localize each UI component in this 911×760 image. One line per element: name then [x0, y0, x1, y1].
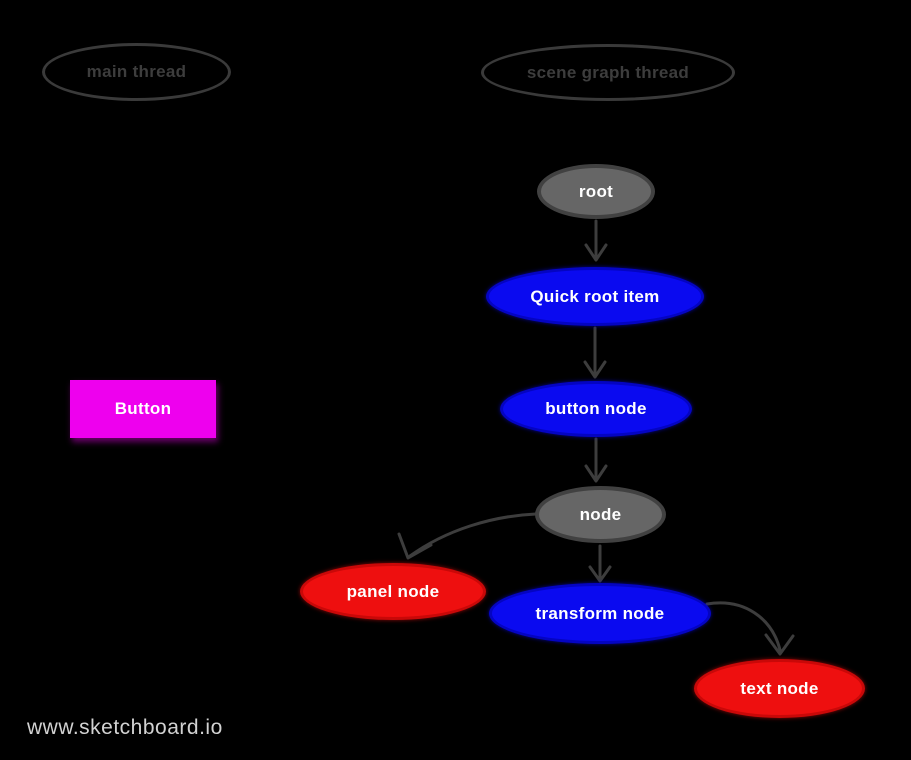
button-rectangle-label: Button — [114, 399, 172, 418]
edge-button-node-to-node — [584, 437, 608, 483]
root-node[interactable]: root — [537, 164, 655, 219]
edge-quick-root-item-to-button-node — [583, 326, 607, 379]
text-node-label: text node — [740, 678, 819, 698]
sketchboard-watermark: www.sketchboard.io — [27, 716, 223, 739]
main-thread-label: main thread — [86, 62, 187, 81]
edge-node-to-transform-node — [588, 544, 612, 583]
node-node[interactable]: node — [535, 486, 666, 543]
main-thread-ellipse[interactable]: main thread — [42, 43, 231, 101]
root-node-label: root — [578, 181, 614, 201]
edge-root-to-quick-root-item — [584, 219, 608, 262]
quick-root-item-node[interactable]: Quick root item — [486, 267, 704, 326]
edge-node-to-panel-node — [397, 512, 538, 560]
button-node[interactable]: button node — [500, 381, 692, 437]
edge-transform-node-to-text-node — [705, 601, 795, 656]
button-node-label: button node — [545, 399, 647, 418]
panel-node[interactable]: panel node — [300, 563, 486, 620]
panel-node-label: panel node — [346, 581, 440, 601]
transform-node-label: transform node — [535, 603, 665, 623]
scene-graph-thread-label: scene graph thread — [526, 62, 690, 82]
text-node[interactable]: text node — [694, 659, 865, 718]
node-node-label: node — [579, 504, 622, 524]
quick-root-item-label: Quick root item — [530, 286, 660, 306]
scene-graph-thread-ellipse[interactable]: scene graph thread — [481, 44, 735, 101]
transform-node[interactable]: transform node — [489, 583, 711, 644]
button-rectangle[interactable]: Button — [70, 380, 216, 438]
